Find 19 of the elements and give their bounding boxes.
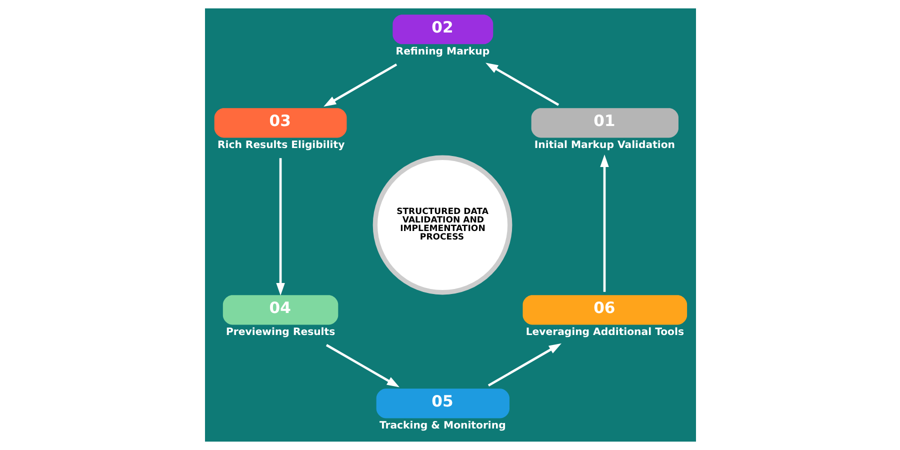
node-label: Previewing Results [226,327,335,338]
arrow [325,344,399,388]
node-box: 03 [214,108,346,138]
node-label: Tracking & Monitoring [378,420,506,432]
node-circle: STRUCTURED DATA VALIDATION AND IMPLEMENTATION PROCESS [372,155,512,295]
arrow [600,154,608,292]
arrow [485,62,559,106]
arrow [323,64,397,107]
node-label: Initial Markup Validation [534,140,675,152]
node-box: 05 [376,388,509,418]
arrow [276,158,284,296]
node-label: Refining Markup [395,46,490,58]
node-label: Rich Results Eligibility [216,140,344,152]
node-box: 01 [530,108,678,138]
node-box: 06 [522,295,687,325]
node-box: 02 [392,14,493,44]
node-label: Leveraging Additional Tools [525,327,684,338]
arrow [487,343,561,386]
node-box: 04 [222,295,338,325]
